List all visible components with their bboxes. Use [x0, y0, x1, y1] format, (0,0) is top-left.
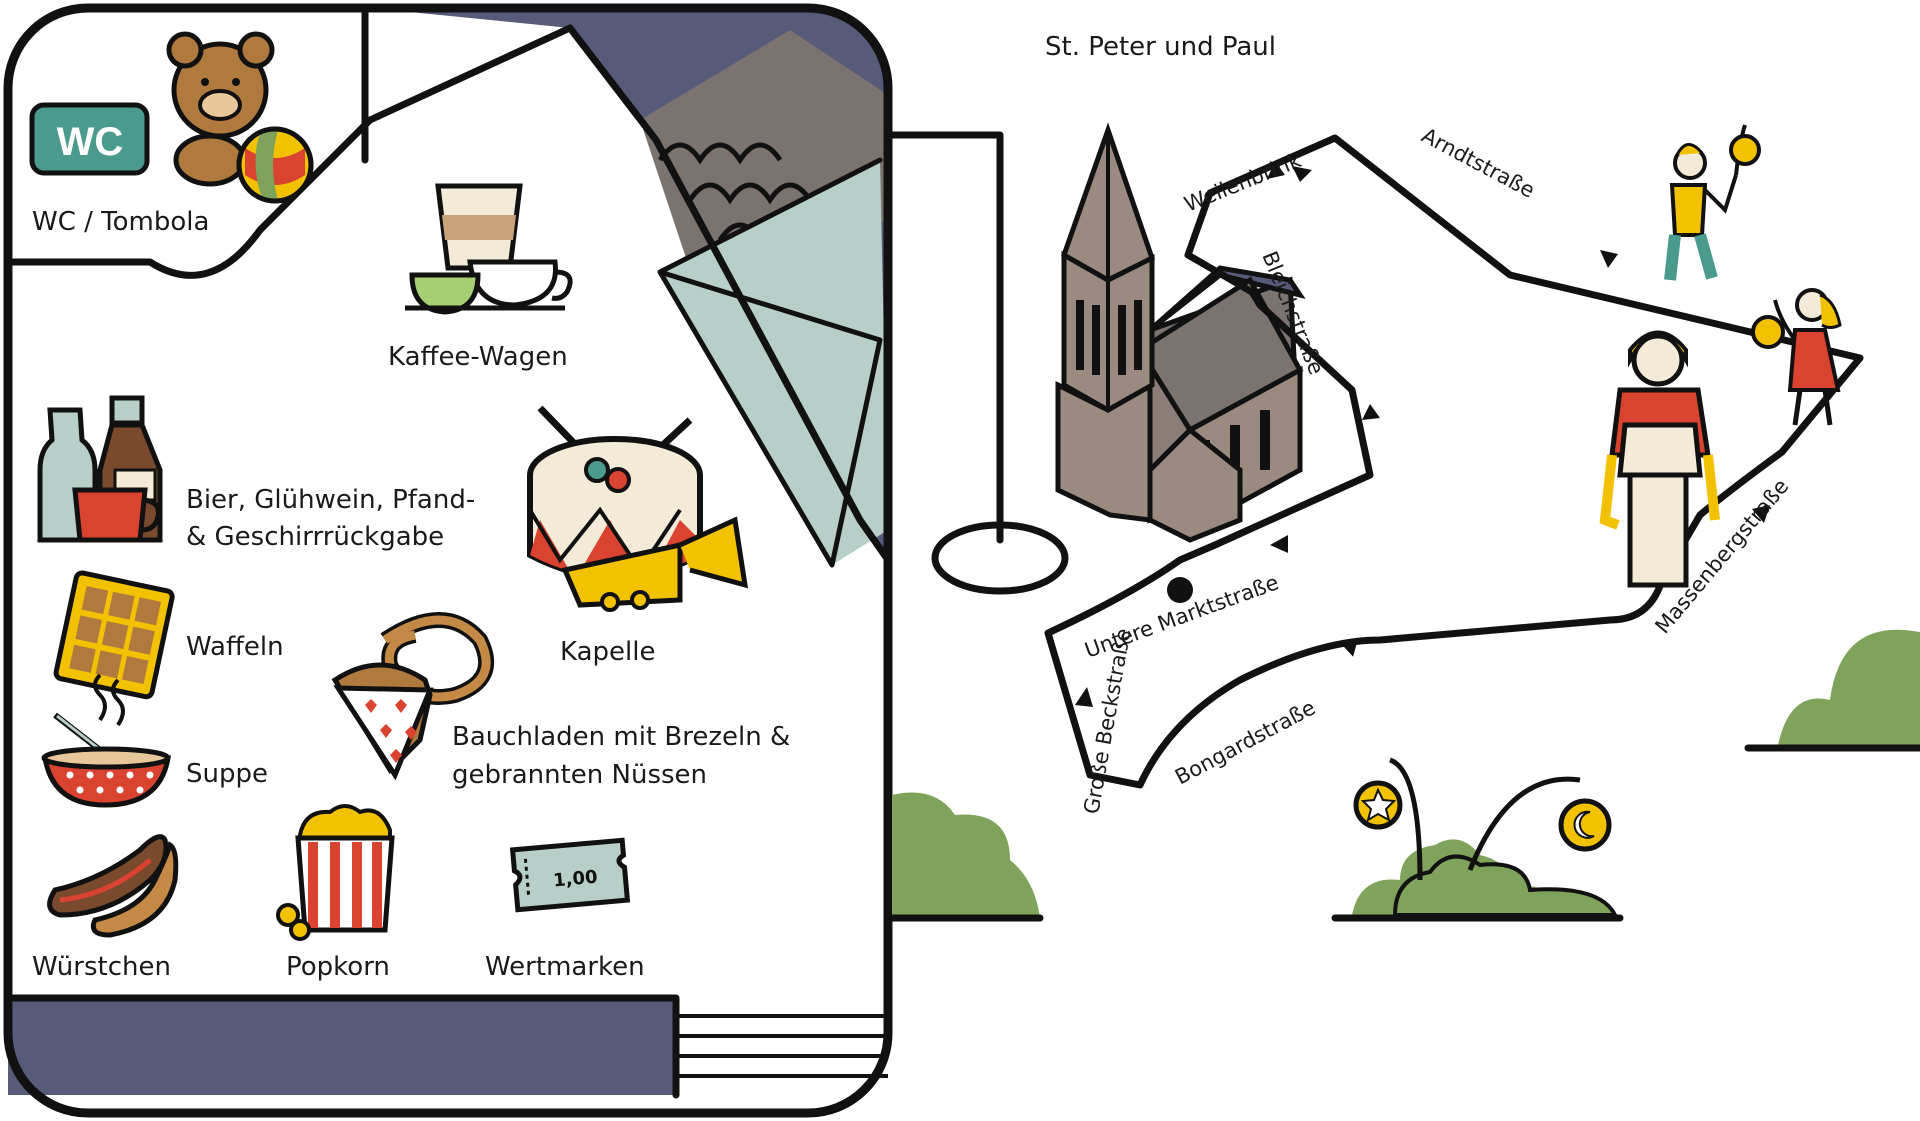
- church-label: St. Peter und Paul: [1045, 32, 1276, 62]
- child-with-lantern-2: [1751, 288, 1842, 426]
- legend-label-pretzel-2: gebrannten Nüssen: [452, 760, 707, 790]
- st-martin-rider: [1599, 330, 1720, 588]
- legend-label-pretzel-1: Bauchladen mit Brezeln &: [452, 722, 790, 752]
- legend-label-soup: Suppe: [186, 759, 268, 789]
- start-circle: [931, 521, 1069, 595]
- church-illustration: [1055, 122, 1306, 543]
- legend-label-wc: WC / Tombola: [32, 207, 209, 237]
- popcorn-icon: [276, 804, 395, 941]
- festival-area-panel: [3, 3, 893, 1118]
- drum-trumpet-icon: [527, 405, 749, 612]
- child-with-lantern-1: [1664, 124, 1761, 281]
- legend-label-waffles: Waffeln: [186, 632, 284, 662]
- pretzel-nuts-icon: [331, 612, 495, 781]
- bush-bottom: [1331, 839, 1624, 922]
- wc-badge-text: WC: [57, 120, 124, 164]
- legend-label-popcorn: Popkorn: [286, 952, 390, 982]
- legend-label-coffee: Kaffee-Wagen: [388, 342, 568, 372]
- route-start-dot: [1167, 577, 1193, 603]
- bottles-icon: [37, 395, 163, 543]
- waffle-icon: [53, 570, 175, 700]
- street-arndtstrasse: Arndtstraße: [1418, 123, 1539, 203]
- lantern-poles: [1353, 757, 1612, 881]
- legend-label-drinks-2: & Geschirrrückgabe: [186, 522, 444, 552]
- coffee-cup-icon: [405, 183, 573, 315]
- soup-bowl-icon: [41, 673, 171, 808]
- street-weilenbrink: Weilenbrink: [1181, 148, 1305, 217]
- route-arrows: [1075, 161, 1770, 707]
- legend-label-sausages: Würstchen: [32, 952, 171, 982]
- bush-right: [1744, 629, 1920, 752]
- connector-line: [884, 131, 1004, 544]
- bush-left: [888, 792, 1044, 922]
- ticket-icon: 1,00: [509, 837, 631, 913]
- legend-label-drinks-1: Bier, Glühwein, Pfand-: [186, 485, 475, 515]
- sausage-icon: [47, 834, 179, 938]
- legend-label-band: Kapelle: [560, 637, 655, 667]
- ticket-value: 1,00: [552, 867, 598, 892]
- legend-label-tokens: Wertmarken: [485, 952, 645, 982]
- wc-teddy-icon: WC: [29, 31, 314, 204]
